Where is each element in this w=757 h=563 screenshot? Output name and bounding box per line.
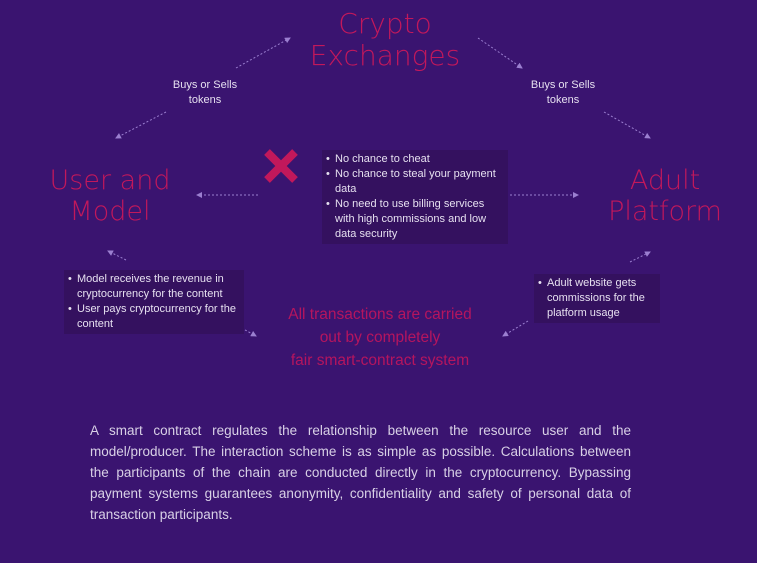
- user-model-notes-list: Model receives the revenue in cryptocurr…: [68, 272, 240, 332]
- user-model-notes-box: Model receives the revenue in cryptocurr…: [64, 270, 244, 334]
- center-benefits-box: No chance to cheat No chance to steal yo…: [322, 150, 508, 244]
- arrow-user-notes-down: [237, 325, 257, 337]
- arrow-to-platform-from-exchanges: [603, 111, 651, 139]
- node-crypto-exchanges: Crypto Exchanges: [309, 7, 461, 73]
- arrow-user-up: [107, 250, 127, 261]
- platform-notes-list: Adult website gets commissions for the p…: [538, 276, 656, 321]
- benefit-item: No need to use billing services with hig…: [326, 197, 504, 242]
- platform-note: Adult website gets commissions for the p…: [538, 276, 656, 321]
- arrow-to-user-from-exchanges: [115, 111, 167, 139]
- edge-label-right: Buys or Sells tokens: [530, 79, 596, 106]
- arrow-platform-notes-down: [502, 320, 529, 337]
- arrow-platform-up: [629, 251, 651, 263]
- platform-notes-box: Adult website gets commissions for the p…: [534, 274, 660, 323]
- benefit-item: No chance to cheat: [326, 152, 504, 167]
- smart-contract-note: All transactions are carried out by comp…: [288, 306, 472, 369]
- description-paragraph: A smart contract regulates the relations…: [90, 423, 631, 522]
- x-mark-icon: [262, 147, 300, 185]
- arrow-from-exchanges-right: [477, 37, 523, 69]
- center-benefits-list: No chance to cheat No chance to steal yo…: [326, 152, 504, 242]
- node-user-and-model: User and Model: [49, 165, 171, 228]
- node-adult-platform: Adult Platform: [608, 165, 722, 228]
- user-model-note: Model receives the revenue in cryptocurr…: [68, 272, 240, 302]
- edge-label-left: Buys or Sells tokens: [172, 79, 238, 106]
- user-model-note: User pays cryptocurrency for the content: [68, 302, 240, 332]
- arrow-to-exchanges-left: [235, 37, 291, 69]
- benefit-item: No chance to steal your payment data: [326, 167, 504, 197]
